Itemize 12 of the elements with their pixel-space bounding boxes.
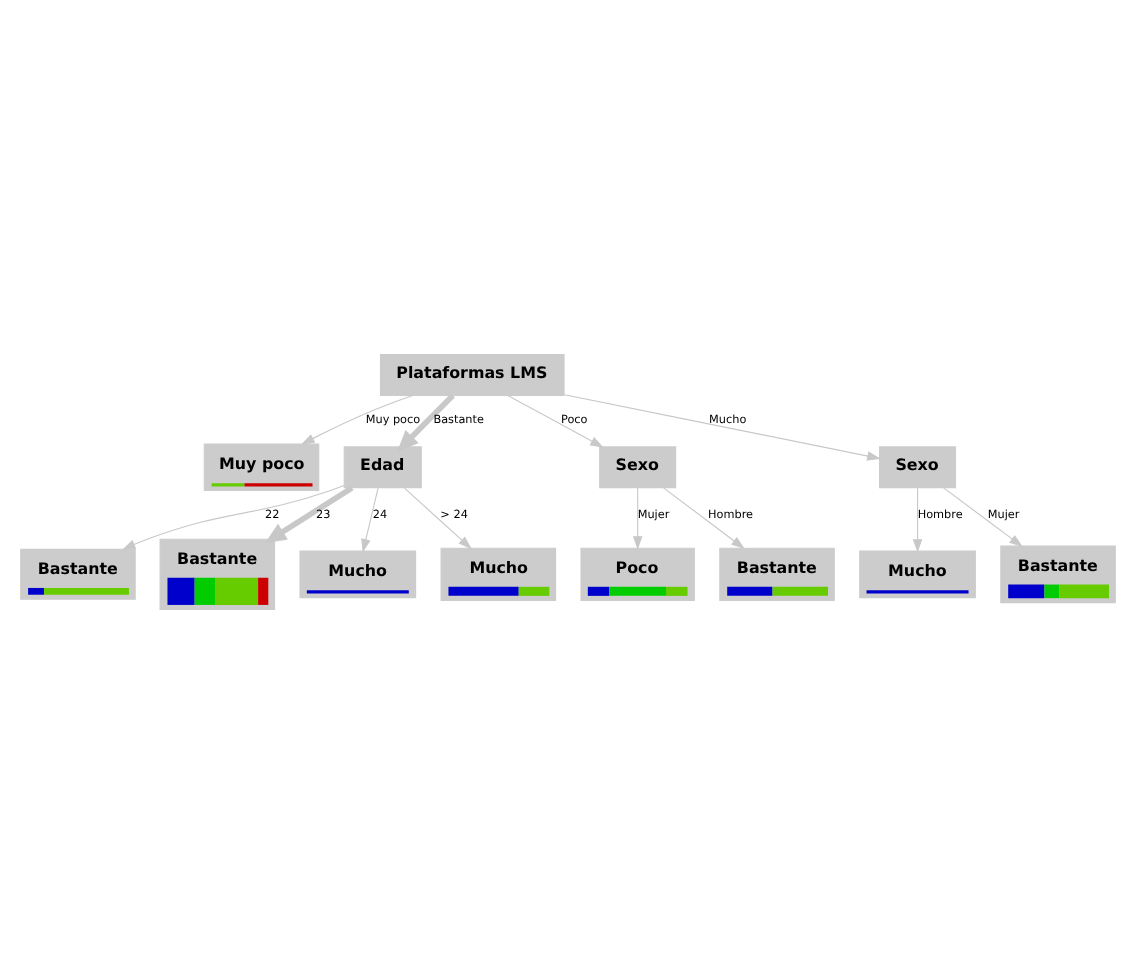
arrow xyxy=(121,484,345,549)
arrow xyxy=(912,486,923,552)
arrow xyxy=(301,393,414,444)
arrow xyxy=(361,486,379,552)
arrow xyxy=(507,393,604,447)
arrow xyxy=(943,486,1023,546)
arrow xyxy=(403,486,472,549)
arrow xyxy=(265,484,354,542)
arrow xyxy=(632,486,643,549)
arrow xyxy=(663,486,745,548)
arrow xyxy=(563,393,881,460)
arrow xyxy=(397,392,455,451)
